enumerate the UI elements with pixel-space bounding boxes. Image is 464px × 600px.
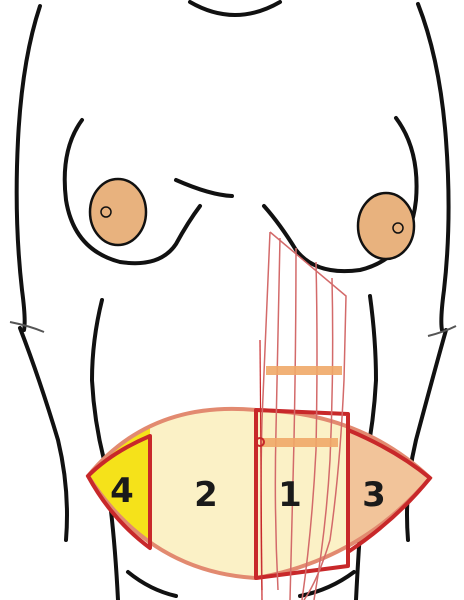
zone-3-label: 3: [362, 475, 386, 515]
inscription-band-upper: [266, 366, 342, 375]
waist-crease: [128, 572, 176, 596]
right-shoulder-arm: [418, 4, 449, 330]
breast-crease: [176, 180, 232, 196]
left-elbow-mark: [10, 322, 44, 332]
left-shoulder-arm: [17, 6, 40, 330]
right-areola: [358, 193, 414, 259]
left-areola: [90, 179, 146, 245]
zone-2-label: 2: [194, 475, 218, 515]
left-nipple: [101, 207, 111, 217]
zone-1-label: 1: [278, 475, 302, 515]
right-arm-inner: [407, 330, 446, 540]
zone-4-label: 4: [110, 471, 134, 511]
right-nipple: [393, 223, 403, 233]
left-arm-inner: [20, 328, 67, 540]
neck-line: [190, 2, 280, 15]
elbow-marks: [10, 322, 456, 336]
inscription-band-lower: [262, 438, 338, 447]
